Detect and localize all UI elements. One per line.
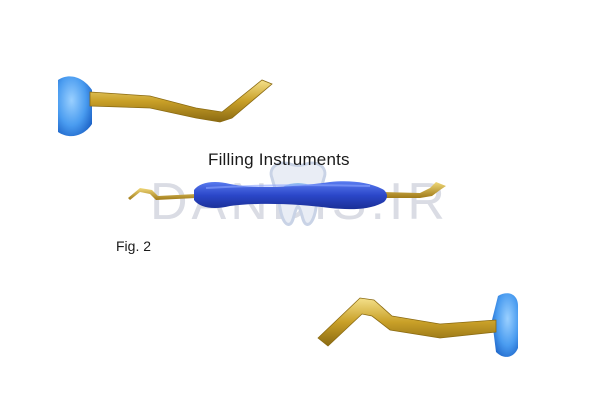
figure-title: Filling Instruments (208, 150, 350, 169)
figure-label: Fig. 2 (116, 238, 152, 254)
